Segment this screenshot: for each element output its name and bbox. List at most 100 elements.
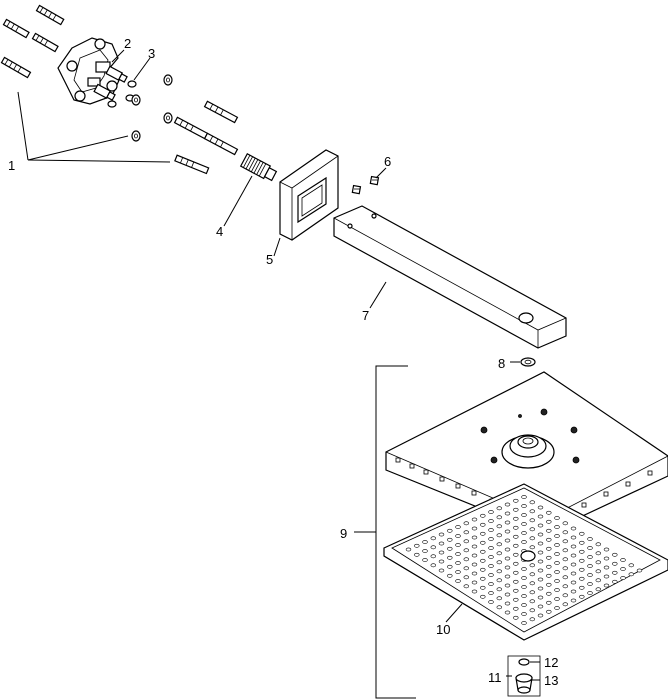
nozzle [546, 519, 552, 524]
nozzle [471, 517, 478, 522]
nozzle [546, 510, 552, 515]
nozzle [612, 561, 618, 566]
label-part-9: 9 [340, 526, 347, 541]
nozzle [513, 498, 519, 503]
nozzle [496, 506, 502, 511]
label-part-1: 1 [8, 158, 15, 173]
nozzle [447, 555, 453, 560]
nozzle [595, 569, 601, 574]
nozzle [521, 603, 527, 607]
nozzle [480, 585, 486, 590]
seal-ring [520, 357, 536, 367]
label-part-8: 8 [498, 356, 505, 371]
nozzle [529, 527, 535, 532]
nozzle [480, 549, 486, 554]
nozzle [504, 556, 511, 561]
nozzle [529, 545, 535, 550]
nozzle [537, 532, 544, 537]
nozzle [455, 534, 461, 538]
label-part-3: 3 [148, 46, 155, 61]
nozzle [620, 576, 626, 580]
nozzle [480, 558, 486, 563]
nozzle [455, 561, 461, 565]
nozzle [504, 565, 511, 570]
nozzle [587, 537, 593, 541]
nozzle [562, 593, 568, 598]
nozzle [636, 568, 643, 573]
nozzle [447, 573, 453, 578]
nozzle [471, 544, 478, 549]
nozzle [471, 580, 478, 585]
label-part-4: 4 [216, 224, 223, 239]
nozzle [471, 562, 478, 567]
nozzle [570, 544, 577, 549]
nozzle [570, 526, 577, 531]
nozzle [447, 564, 453, 569]
nozzle [513, 543, 519, 548]
nozzle [546, 564, 552, 569]
nozzle [562, 539, 568, 544]
nozzle [471, 526, 478, 531]
nozzle [546, 546, 552, 551]
nozzle [579, 576, 585, 581]
nozzle [529, 599, 535, 604]
nozzle [480, 531, 486, 536]
nozzle [447, 537, 453, 542]
nozzle [554, 570, 560, 574]
nozzle [579, 585, 585, 590]
nozzle [562, 566, 568, 571]
nozzle [537, 541, 544, 546]
nozzle [504, 538, 511, 543]
nozzle [463, 539, 469, 544]
nozzle [504, 520, 511, 525]
nozzle [603, 556, 610, 561]
nozzle [504, 547, 511, 552]
nozzle [513, 534, 519, 539]
nozzle [496, 533, 502, 538]
nozzle [529, 608, 535, 613]
label-part-13: 13 [544, 673, 558, 688]
nozzle [430, 536, 436, 541]
nozzle [628, 572, 634, 577]
nozzle [603, 565, 610, 570]
nozzle [463, 566, 469, 571]
nozzle [537, 550, 544, 555]
nozzle [579, 549, 585, 554]
nozzle [595, 587, 601, 592]
nozzle [537, 559, 544, 564]
nozzle [438, 532, 445, 537]
wall-mounting-plate [57, 37, 128, 105]
nozzle [496, 587, 502, 592]
nozzle [537, 613, 544, 618]
nozzle [562, 602, 568, 607]
spray-plate [383, 483, 668, 641]
nozzle [595, 542, 601, 547]
spray-nozzles [405, 495, 643, 625]
nozzle [579, 531, 585, 536]
nozzle [570, 598, 577, 603]
nozzle [521, 495, 527, 499]
nozzle [496, 569, 502, 574]
small-parts-11-13 [507, 655, 541, 697]
grub-screw [351, 175, 380, 195]
nozzle [529, 536, 535, 541]
nozzle [496, 560, 502, 565]
nozzle [422, 540, 428, 544]
nozzle [537, 514, 544, 519]
nozzle [438, 541, 445, 546]
nozzle [554, 516, 560, 520]
nozzle [603, 574, 610, 579]
nozzle [521, 612, 527, 616]
nozzle [455, 579, 461, 583]
nozzle [529, 518, 535, 523]
nozzle [521, 621, 527, 625]
nozzle [504, 583, 511, 588]
nozzle [513, 561, 519, 566]
nozzle [570, 580, 577, 585]
nozzle [529, 509, 535, 514]
label-part-7: 7 [362, 308, 369, 323]
nozzle [537, 505, 544, 510]
label-part-12: 12 [544, 655, 558, 670]
nozzle [438, 559, 445, 564]
nozzle [537, 577, 544, 582]
